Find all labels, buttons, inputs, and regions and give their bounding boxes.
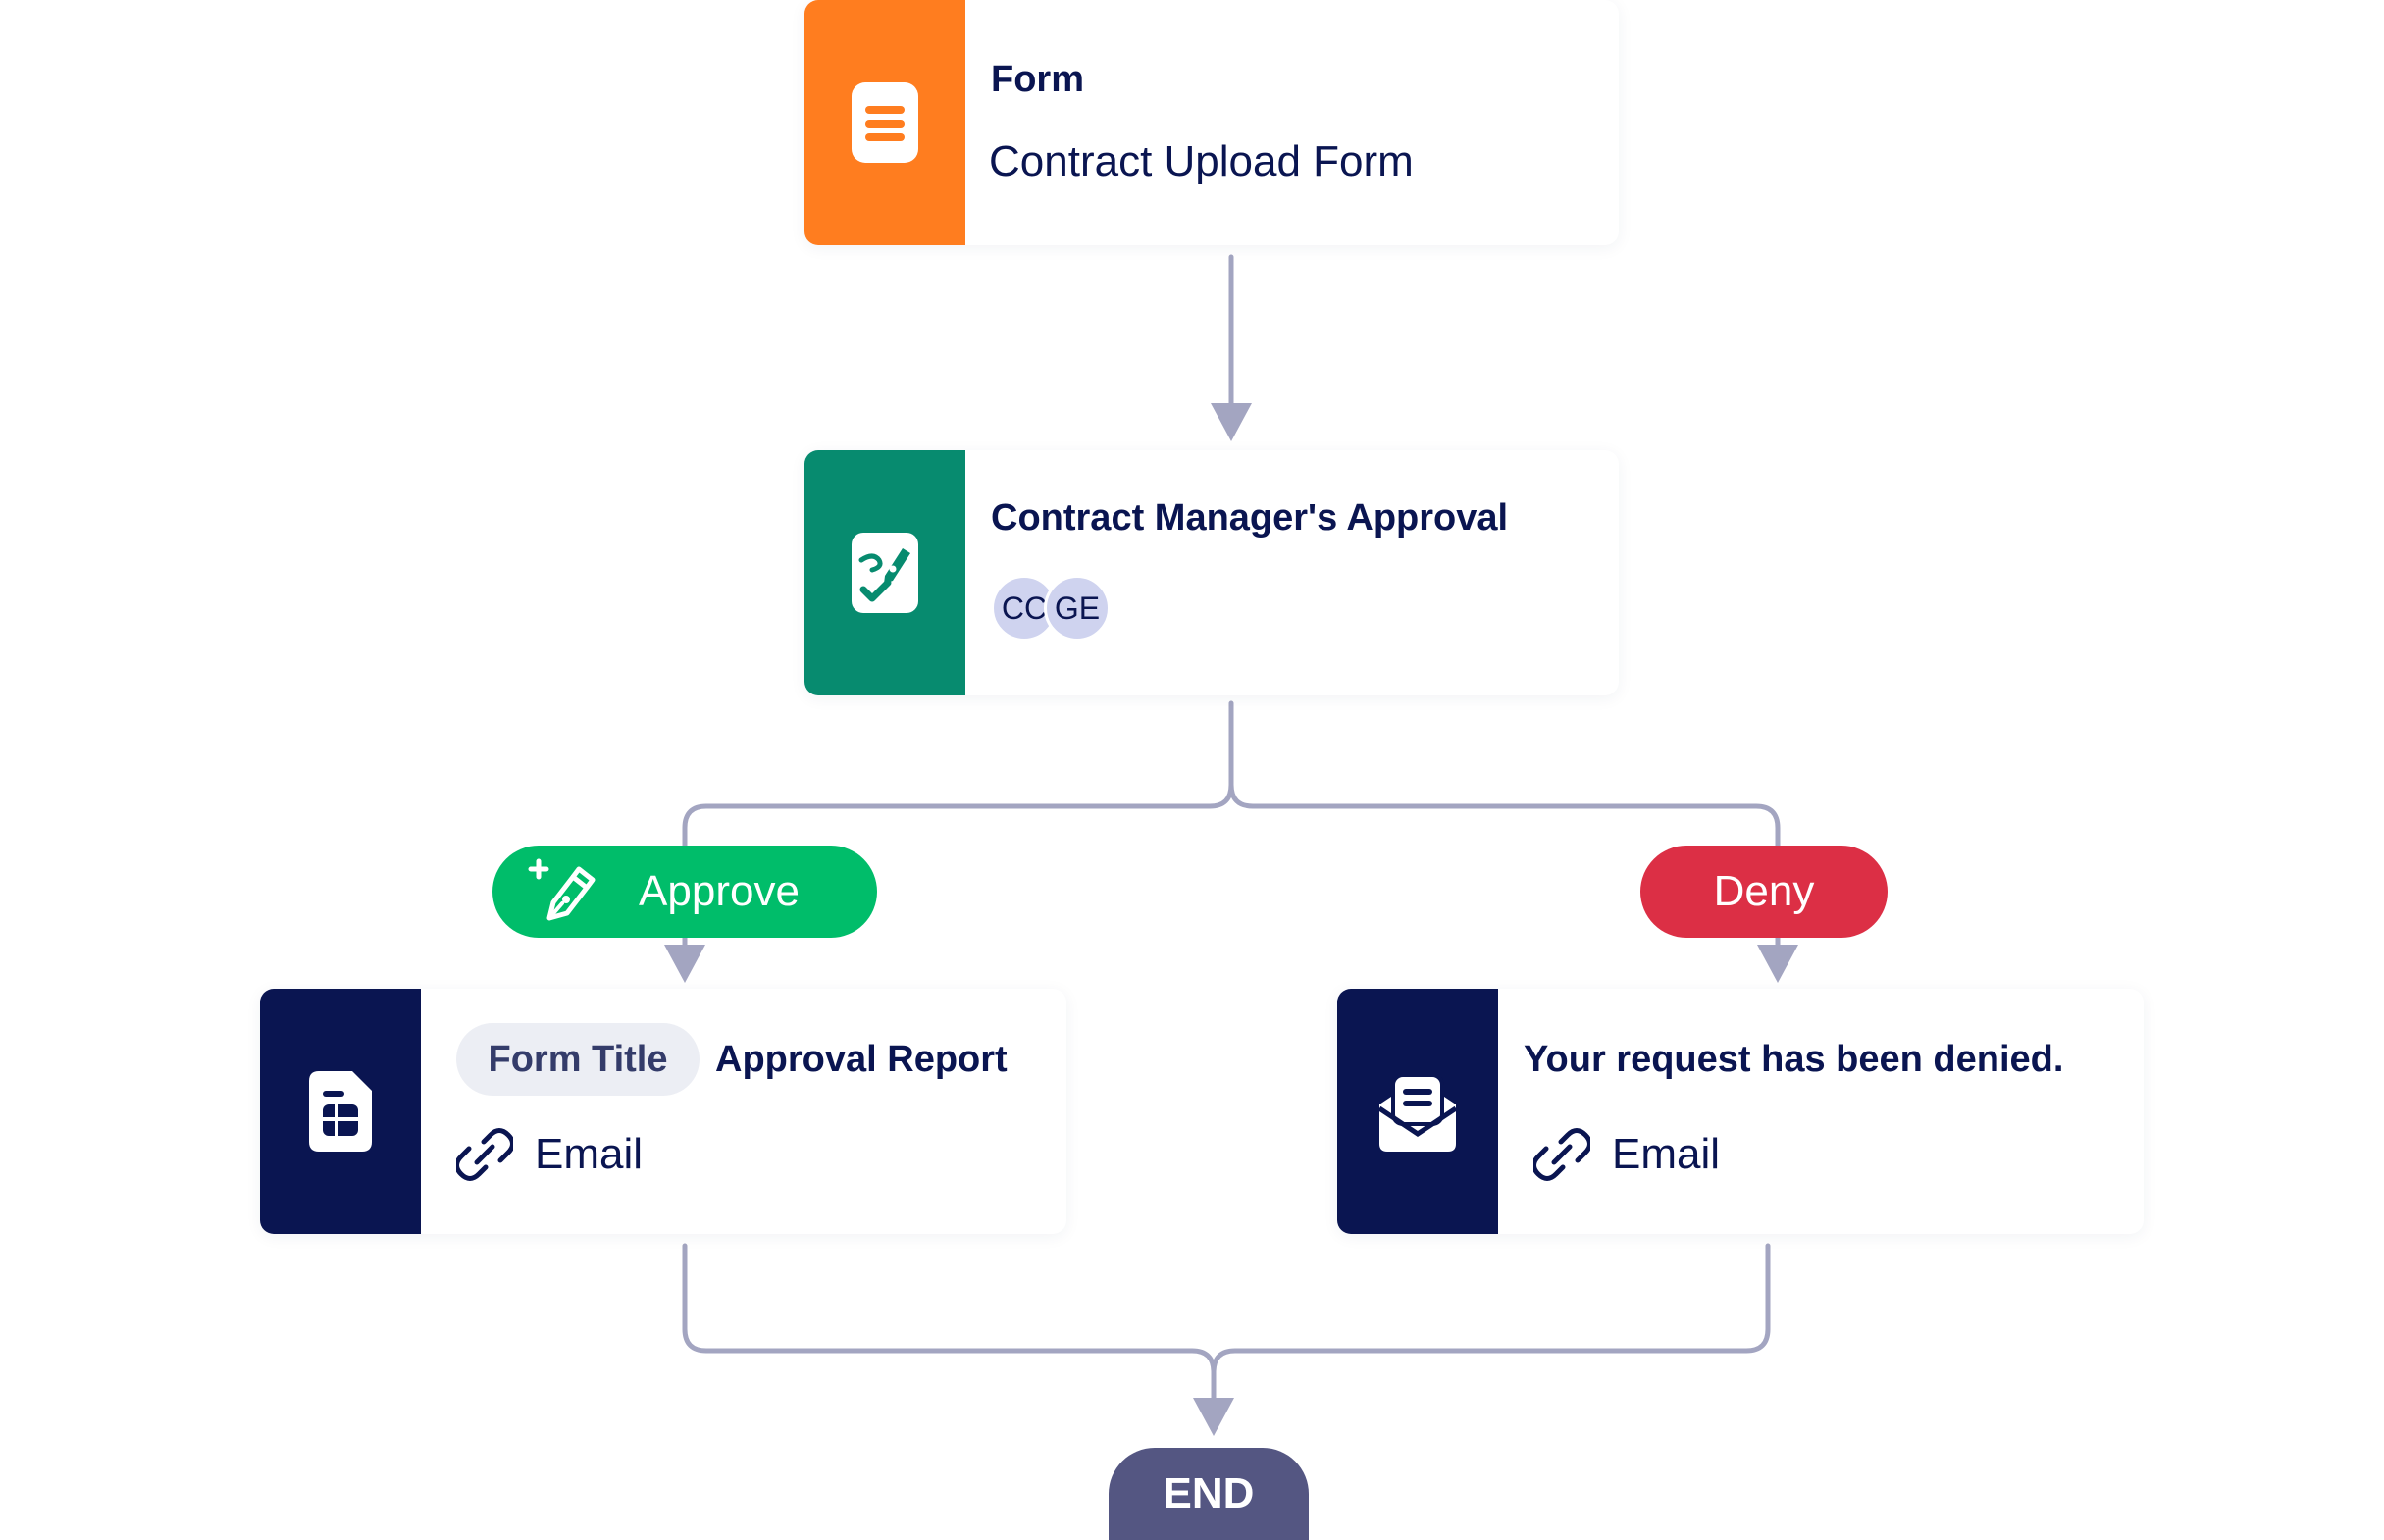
approval-node-icon-panel bbox=[804, 450, 965, 695]
connector-message-to-end bbox=[1211, 1243, 1771, 1375]
approve-branch-button[interactable]: Approve bbox=[492, 846, 877, 938]
arrowhead-message bbox=[1757, 945, 1798, 983]
approve-branch-label: Approve bbox=[639, 867, 800, 915]
denied-message-node[interactable]: Your request has been denied. Email bbox=[1337, 989, 2144, 1234]
arrowhead-approval bbox=[1211, 403, 1252, 441]
arrowhead-report bbox=[664, 945, 705, 983]
report-node-icon-panel bbox=[260, 989, 421, 1234]
assignee-avatar-2[interactable]: GE bbox=[1044, 575, 1111, 642]
pen-sparkle-icon bbox=[528, 858, 596, 921]
approval-node-title: Contract Manager's Approval bbox=[991, 497, 1509, 539]
form-node-type: Form bbox=[991, 59, 1084, 100]
arrowhead-end bbox=[1193, 1398, 1234, 1436]
report-email-label: Email bbox=[535, 1130, 644, 1178]
spreadsheet-document-icon bbox=[309, 1071, 372, 1152]
denied-email-link[interactable]: Email bbox=[1533, 1126, 1720, 1183]
form-node[interactable]: Form Contract Upload Form bbox=[804, 0, 1619, 245]
assignee-avatar-1[interactable]: CC bbox=[991, 575, 1058, 642]
connector-report-to-end bbox=[682, 1243, 1217, 1401]
end-node: END bbox=[1109, 1448, 1309, 1540]
signature-check-icon bbox=[852, 533, 918, 613]
link-icon bbox=[1533, 1128, 1590, 1181]
form-node-icon-panel bbox=[804, 0, 965, 245]
report-email-link[interactable]: Email bbox=[456, 1126, 643, 1183]
open-envelope-icon bbox=[1377, 1073, 1458, 1152]
connector-approval-split-right bbox=[1228, 782, 1781, 848]
deny-branch-button[interactable]: Deny bbox=[1640, 846, 1888, 938]
end-node-label: END bbox=[1163, 1469, 1255, 1517]
approval-node[interactable]: Contract Manager's Approval CC GE bbox=[804, 450, 1619, 695]
report-form-title-tag: Form Title bbox=[456, 1023, 700, 1096]
approval-report-node[interactable]: Form Title Approval Report Email bbox=[260, 989, 1066, 1234]
form-node-title: Contract Upload Form bbox=[989, 137, 1414, 185]
denied-email-label: Email bbox=[1612, 1130, 1721, 1178]
report-node-title: Approval Report bbox=[715, 1039, 1008, 1080]
link-icon bbox=[456, 1128, 513, 1181]
form-document-icon bbox=[852, 82, 918, 163]
denied-message-title: Your request has been denied. bbox=[1524, 1039, 2064, 1080]
message-node-icon-panel bbox=[1337, 989, 1498, 1234]
deny-branch-label: Deny bbox=[1713, 867, 1815, 915]
connector-approval-split bbox=[682, 700, 1234, 848]
